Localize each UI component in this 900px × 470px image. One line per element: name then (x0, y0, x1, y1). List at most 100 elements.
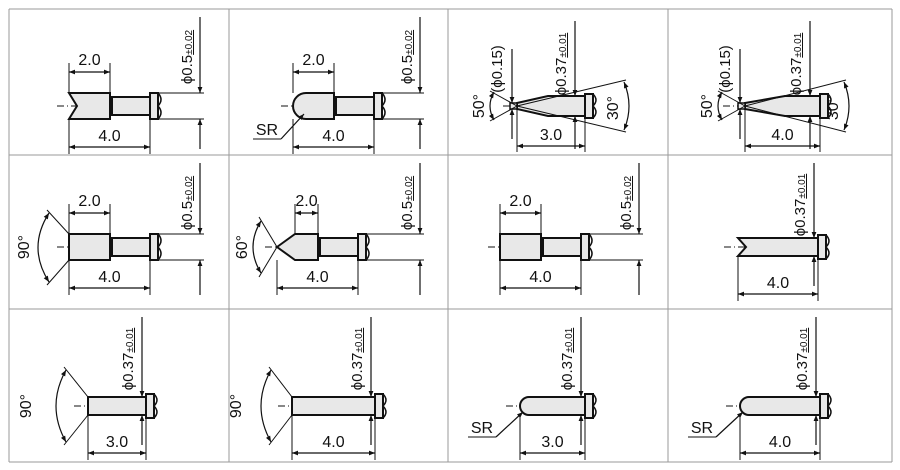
diameter-value: ϕ0.37 (792, 199, 809, 237)
break-line (364, 233, 370, 261)
diameter-tolerance: ±0.01 (564, 327, 575, 352)
diameter-tolerance: ±0.01 (125, 327, 136, 352)
angle-line (46, 259, 70, 286)
tip-diameter-label: (ϕ0.15) (717, 45, 734, 93)
pin-taper (516, 95, 586, 117)
leader-arrow (280, 113, 305, 140)
dimension-label: 4.0 (322, 434, 344, 451)
angle-line (516, 105, 627, 133)
radius-label: SR (691, 420, 713, 437)
diameter-tolerance: ±0.01 (797, 173, 808, 198)
pin-collar (357, 233, 367, 261)
angle-arc (55, 369, 67, 443)
dimension-label: 2.0 (78, 52, 100, 69)
tip-diameter-label: (ϕ0.15) (489, 45, 506, 93)
pin-tip (499, 233, 542, 261)
diameter-value: ϕ0.37 (120, 353, 137, 391)
dimension-label: 4.0 (98, 128, 120, 145)
diameter-value: ϕ0.37 (559, 353, 576, 391)
diameter-tolerance: ±0.02 (623, 175, 634, 200)
angle-line (258, 216, 278, 248)
break-line (826, 93, 832, 119)
diameter-label: ϕ0.37±0.01 (553, 32, 570, 95)
diameter-value: ϕ0.37 (349, 353, 366, 391)
dimension-label: 3.0 (540, 127, 562, 144)
diameter-label: ϕ0.37±0.01 (788, 32, 805, 95)
diameter-tolerance: ±0.02 (404, 175, 415, 200)
angle-line (258, 246, 278, 278)
leader-arrow (495, 411, 524, 438)
diameter-value: ϕ0.5 (399, 55, 416, 84)
pin-cell: ϕ0.37±0.013.090° (18, 317, 158, 460)
break-line (591, 93, 597, 119)
pin-collar (584, 393, 594, 419)
angle-arc (843, 81, 850, 131)
pin-body (87, 396, 147, 416)
angle-line (717, 105, 746, 122)
pin-tip (275, 233, 319, 261)
pin-cell: ϕ0.5±0.022.04.0 (488, 163, 643, 295)
diameter-label: ϕ0.37±0.01 (792, 173, 809, 236)
break-line (381, 393, 387, 419)
diameter-label: ϕ0.37±0.01 (794, 327, 811, 390)
angle-arc (488, 91, 495, 121)
angle-line (46, 209, 70, 235)
pin-shaft (335, 96, 375, 116)
pin-collar (373, 92, 383, 120)
break-line (591, 393, 597, 419)
dimension-label: 4.0 (322, 128, 344, 145)
pin-tip (292, 92, 335, 120)
pin-cell: ϕ0.5±0.022.04.060° (234, 163, 424, 295)
break-line (824, 234, 830, 260)
diameter-value: ϕ0.37 (794, 353, 811, 391)
pin-cell: ϕ0.5±0.022.04.090° (16, 163, 204, 295)
pin-cell: ϕ0.37±0.014.0SR (688, 317, 832, 460)
angle-arc (260, 369, 272, 443)
diameter-tolerance: ±0.02 (184, 29, 195, 54)
dimension-label: 2.0 (509, 193, 531, 210)
diameter-value: ϕ0.37 (553, 58, 570, 96)
break-line (826, 393, 832, 419)
angle-line (516, 79, 627, 107)
pin-taper (744, 95, 821, 117)
dimension-label: 2.0 (302, 52, 324, 69)
angle-line (63, 366, 89, 398)
pin-cell: ϕ0.5±0.02 2.0 4.0 (57, 17, 204, 154)
diameter-value: ϕ0.5 (399, 201, 416, 230)
angle-label: 30° (605, 96, 622, 120)
diameter-value: ϕ0.5 (179, 55, 196, 84)
pin-cell: ϕ0.5±0.022.04.0SR (253, 17, 424, 154)
angle-line (717, 90, 746, 107)
diameter-label: ϕ0.5±0.02 (399, 175, 416, 230)
pin-shaft (111, 96, 151, 116)
dimension-label: 4.0 (306, 269, 328, 286)
angle-line (63, 414, 89, 446)
diameter-tolerance: ±0.01 (558, 32, 569, 57)
pin-body (739, 396, 821, 416)
pin-cell: ϕ0.37±0.014.0 (724, 163, 830, 301)
dimension-label: 4.0 (98, 269, 120, 286)
angle-line (268, 414, 293, 446)
diameter-tolerance: ±0.02 (184, 175, 195, 200)
break-line (156, 92, 162, 120)
pin-shaft (319, 237, 359, 257)
diameter-label: ϕ0.5±0.02 (179, 29, 196, 84)
angle-line (268, 366, 293, 398)
diameter-tolerance: ±0.01 (799, 327, 810, 352)
angle-label: 30° (825, 96, 842, 120)
angle-label: 90° (18, 394, 35, 418)
pin-collar (584, 93, 594, 119)
pin-tip (68, 233, 111, 261)
angle-arc (623, 81, 630, 131)
pin-body (519, 396, 586, 416)
dimension-label: 2.0 (295, 193, 317, 210)
dimension-label: 4.0 (771, 127, 793, 144)
diameter-label: ϕ0.37±0.01 (559, 327, 576, 390)
pin-collar (149, 233, 159, 261)
pin-tip (67, 92, 111, 120)
pin-collar (819, 393, 829, 419)
diameter-label: ϕ0.37±0.01 (120, 327, 137, 390)
pin-collar (149, 92, 159, 120)
diameter-label: ϕ0.37±0.01 (349, 327, 366, 390)
radius-label: SR (471, 420, 493, 437)
